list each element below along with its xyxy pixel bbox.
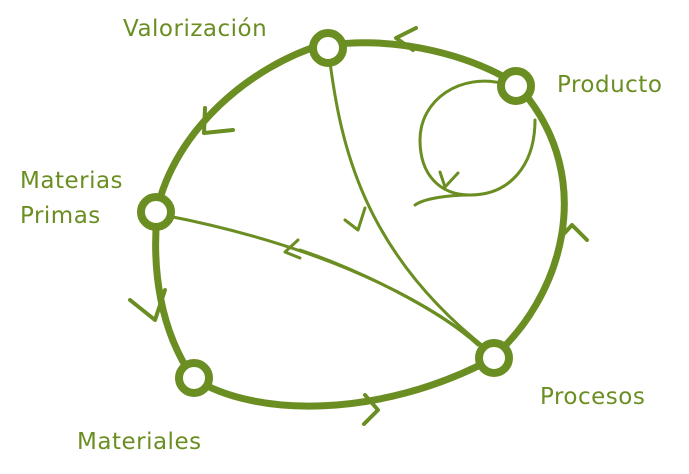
nodes bbox=[137, 29, 535, 397]
arrowhead-inner-left bbox=[283, 238, 302, 260]
edge-procesos-to-producto bbox=[488, 84, 568, 362]
edge-procesos-to-materias-primas bbox=[161, 213, 490, 354]
arrowhead-loop bbox=[438, 170, 460, 189]
arrowhead-bottom bbox=[362, 393, 380, 426]
edge-valorizacion-to-procesos bbox=[327, 53, 490, 352]
labels: Valorización Producto Materias Primas Pr… bbox=[20, 16, 662, 455]
node-materias-primas bbox=[137, 193, 175, 231]
label-producto: Producto bbox=[557, 72, 662, 98]
loop-producto-self bbox=[418, 79, 537, 197]
outer-arrowheads bbox=[128, 26, 589, 426]
label-materiales: Materiales bbox=[77, 429, 202, 455]
label-valorizacion: Valorización bbox=[123, 16, 267, 42]
inner-arrowheads bbox=[283, 170, 460, 260]
edge-procesos-secondary bbox=[298, 248, 480, 347]
arrowhead-left-lower bbox=[128, 288, 167, 322]
label-materias-primas-line2: Primas bbox=[20, 203, 101, 229]
node-materiales bbox=[175, 359, 213, 397]
edge-producto-to-valorizacion bbox=[326, 39, 517, 86]
node-valorizacion bbox=[309, 29, 347, 67]
loop-producto-tail bbox=[413, 193, 472, 207]
edge-materiales-to-procesos bbox=[189, 356, 494, 410]
node-procesos bbox=[475, 339, 513, 377]
node-producto bbox=[497, 67, 535, 105]
inner-flows bbox=[161, 53, 537, 354]
arrowhead-inner-down bbox=[343, 206, 367, 232]
arrowhead-left-upper bbox=[202, 106, 235, 135]
arrowhead-top bbox=[394, 26, 418, 52]
arrowhead-right bbox=[558, 223, 589, 242]
label-procesos: Procesos bbox=[540, 384, 645, 410]
label-materias-primas-line1: Materias bbox=[20, 168, 123, 194]
edge-valorizacion-to-materias-primas bbox=[153, 40, 328, 214]
